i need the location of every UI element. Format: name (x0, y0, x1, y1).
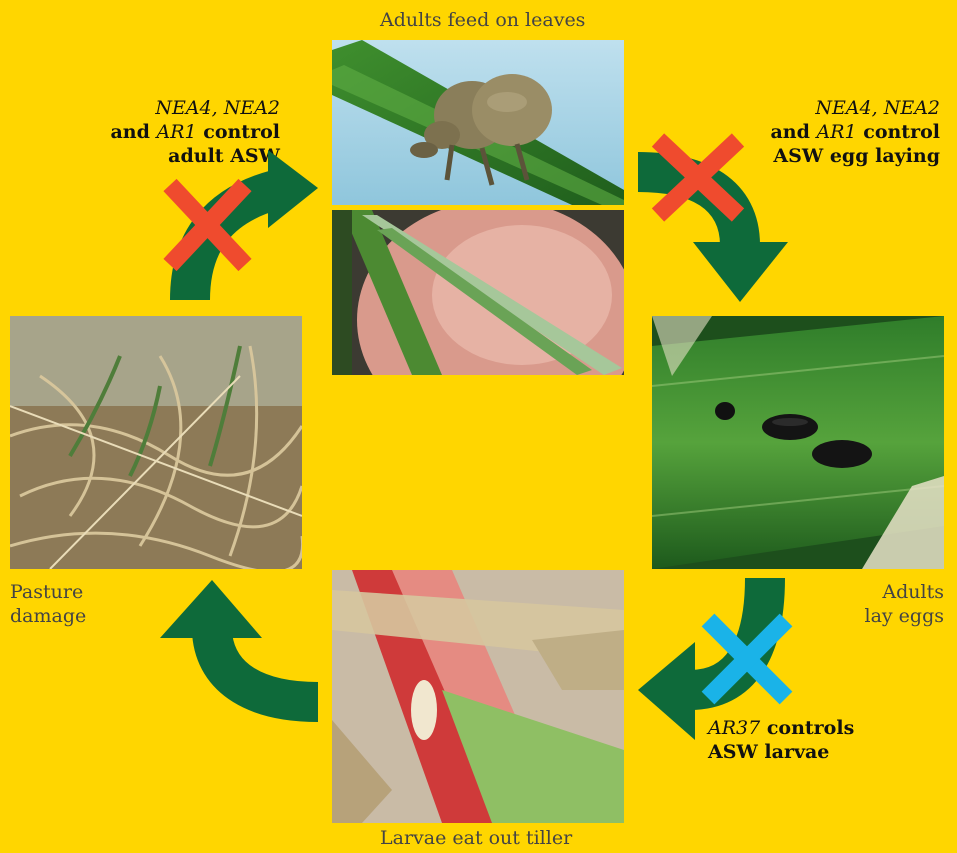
arrow-larvae-to-damage (160, 580, 318, 702)
